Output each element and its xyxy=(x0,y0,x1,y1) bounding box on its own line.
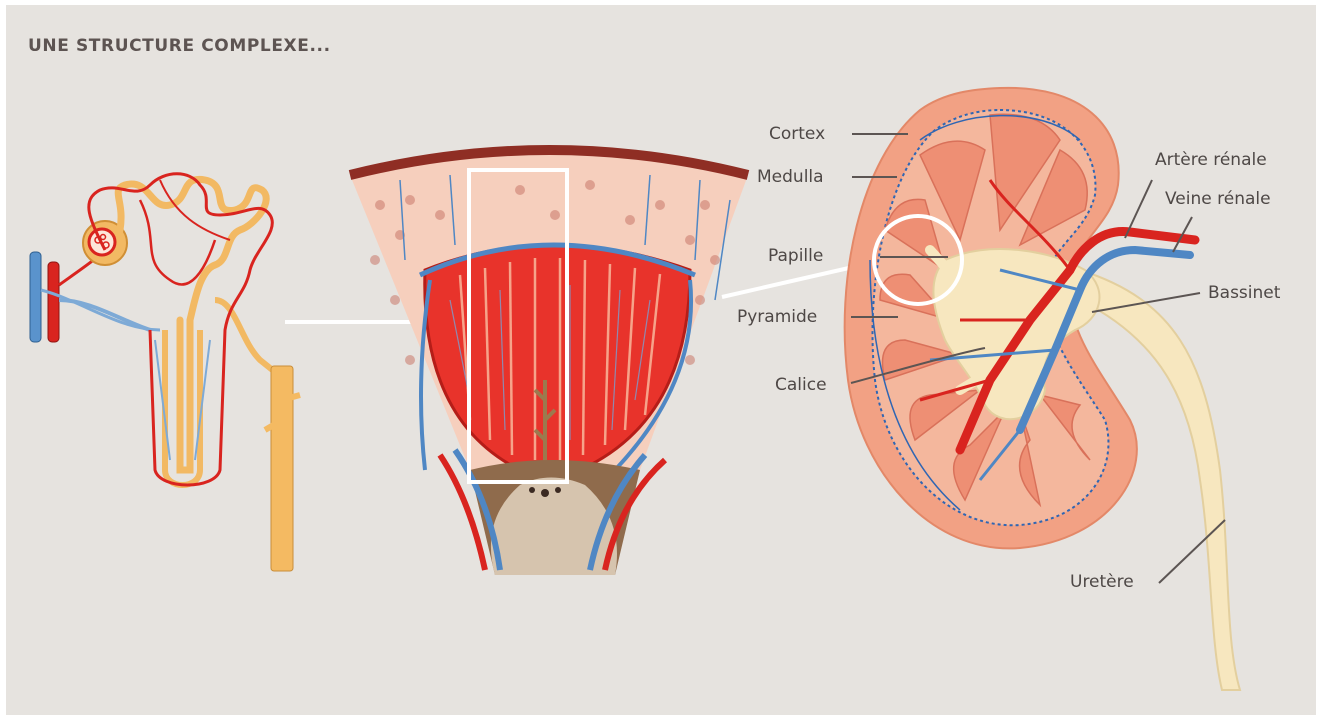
label-pyramide: Pyramide xyxy=(737,307,817,327)
nephron-illustration xyxy=(30,174,300,571)
label-artere-renale: Artère rénale xyxy=(1155,150,1267,170)
label-bassinet: Bassinet xyxy=(1208,283,1280,303)
pyramid-section-illustration xyxy=(350,150,748,575)
label-uretere: Uretère xyxy=(1070,572,1134,592)
label-calice: Calice xyxy=(775,375,827,395)
kidney-illustration xyxy=(845,88,1240,690)
label-cortex: Cortex xyxy=(769,124,825,144)
label-medulla: Medulla xyxy=(757,167,824,187)
vein-vessel xyxy=(30,252,41,342)
artery-vessel xyxy=(48,262,59,342)
label-veine-renale: Veine rénale xyxy=(1165,189,1271,209)
label-papille: Papille xyxy=(768,246,823,266)
